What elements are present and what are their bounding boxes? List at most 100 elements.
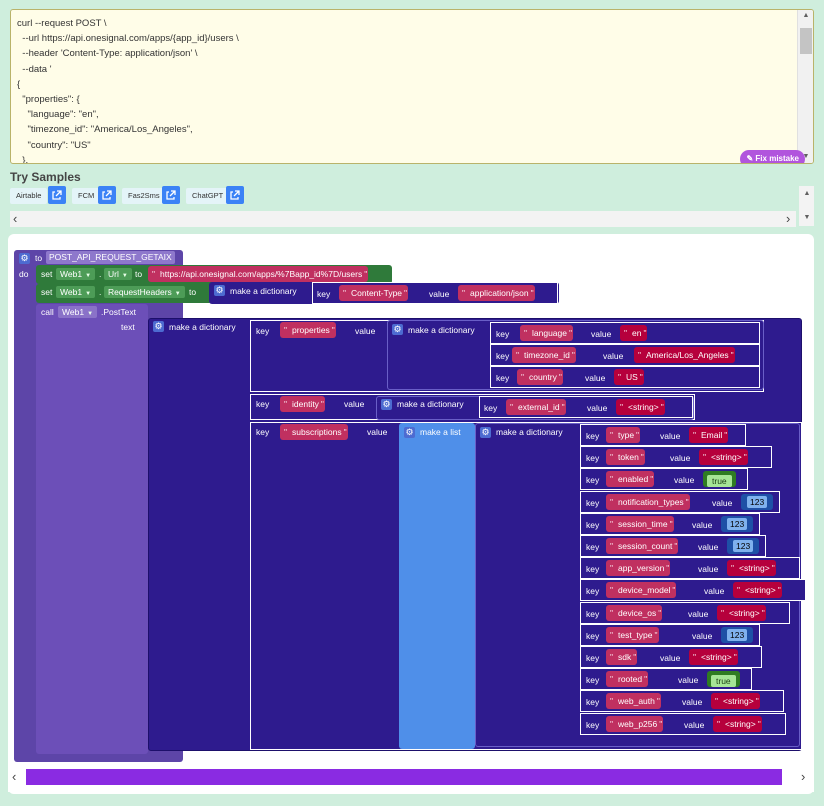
samples-vertical-scrollbar[interactable]: ▲ ▼ [799,186,814,226]
external-link-icon[interactable] [48,186,66,204]
number-value[interactable]: 123 [727,518,748,530]
subscription-key[interactable]: session_count [606,538,679,554]
chevron-left-icon[interactable]: ‹ [13,211,18,226]
chevron-up-icon[interactable]: ▲ [803,190,811,197]
number-block[interactable]: 123 [727,538,760,554]
subscription-key[interactable]: web_auth [606,693,661,709]
curl-line[interactable]: curl --request POST \ [17,18,107,29]
component-dropdown[interactable]: Web1▼ [56,268,96,280]
curl-text[interactable]: curl --request POST \ --url https://api.… [17,16,797,164]
fix-mistake-button[interactable]: ✎ Fix mistake [740,150,805,163]
prop-value-0[interactable]: en [620,325,648,341]
curl-scroll-thumb[interactable] [800,28,812,54]
gear-icon[interactable]: ⚙ [404,427,415,438]
curl-input[interactable]: curl --request POST \ --url https://api.… [10,9,814,164]
subscription-value[interactable]: <string> [717,605,766,621]
blocks-workspace[interactable]: ⚙ to POST_API_REQUEST_GETAIX do set Web1… [8,234,814,794]
boolean-block[interactable]: true [707,671,740,687]
external-link-icon[interactable] [162,186,180,204]
header-key-string[interactable]: Content-Type [339,285,409,301]
curl-line[interactable]: --data ' [17,63,52,75]
subscription-value[interactable]: Email [689,427,729,443]
make-list-block[interactable] [399,423,475,749]
chevron-down-icon[interactable]: ▼ [802,153,810,160]
gear-icon[interactable]: ⚙ [19,253,30,264]
prop-key-0[interactable]: language [520,325,573,341]
chevron-right-icon[interactable]: › [801,769,806,784]
subscription-key[interactable]: sdk [606,649,638,665]
number-value[interactable]: 123 [733,540,754,552]
subscription-key[interactable]: enabled [606,471,655,487]
curl-line[interactable]: { [17,78,21,90]
header-value-string[interactable]: application/json [458,285,535,301]
subscription-key[interactable]: device_os [606,605,663,621]
property-dropdown[interactable]: RequestHeaders▼ [104,286,185,298]
properties-key-string[interactable]: properties [280,322,336,338]
subscription-value[interactable]: <string> [689,649,738,665]
subscription-key[interactable]: test_type [606,627,659,643]
subscription-value[interactable]: <string> [711,693,760,709]
chevron-up-icon[interactable]: ▲ [802,12,810,19]
identity-key-string[interactable]: identity [280,396,325,412]
component-dropdown[interactable]: Web1▼ [56,286,96,298]
workspace-scroll-thumb[interactable] [26,769,782,785]
curl-line[interactable]: --url https://api.onesignal.com/apps/{ap… [17,33,239,45]
sample-fas2sms[interactable]: Fas2Sms [122,188,166,204]
subscription-key[interactable]: notification_types [606,494,690,510]
subscription-key[interactable]: rooted [606,671,649,687]
subscription-value[interactable]: <string> [733,582,782,598]
subscription-value[interactable]: <string> [727,560,776,576]
subscription-value[interactable]: <string> [699,449,748,465]
curl-line[interactable]: --header 'Content-Type: application/json… [17,48,198,60]
sample-airtable[interactable]: Airtable [10,188,48,204]
chevron-left-icon[interactable]: ‹ [12,769,17,784]
chevron-down-icon[interactable]: ▼ [803,214,811,221]
subscription-value[interactable]: <string> [713,716,762,732]
gear-icon[interactable]: ⚙ [214,285,225,296]
component-dropdown[interactable]: Web1▼ [58,306,98,318]
curl-line[interactable]: "properties": { [17,94,80,106]
subscription-key[interactable]: web_p256 [606,716,664,732]
external-link-icon[interactable] [98,186,116,204]
boolean-value[interactable]: true [707,475,732,487]
call-posttext-block[interactable] [36,304,148,754]
number-block[interactable]: 123 [721,627,754,643]
number-value[interactable]: 123 [727,629,748,641]
boolean-value[interactable]: true [711,675,736,687]
chevron-right-icon[interactable]: › [786,211,791,226]
sample-label: ChatGPT [192,191,224,200]
property-dropdown[interactable]: Url▼ [104,268,132,280]
prop-key-2[interactable]: country [517,369,563,385]
subscription-key[interactable]: device_model [606,582,677,598]
identity-item-key[interactable]: external_id [506,399,566,415]
sample-chatgpt[interactable]: ChatGPT [186,188,230,204]
number-block[interactable]: 123 [741,494,774,510]
gear-icon[interactable]: ⚙ [480,427,491,438]
workspace-horizontal-scrollbar[interactable]: ‹ › [8,766,814,792]
subscription-key[interactable]: session_time [606,516,674,532]
subscription-key[interactable]: token [606,449,645,465]
external-link-icon[interactable] [226,186,244,204]
prop-key-1[interactable]: timezone_id [512,347,576,363]
number-value[interactable]: 123 [747,496,768,508]
curl-line[interactable]: }, [17,154,29,164]
prop-value-2[interactable]: US [614,369,644,385]
gear-icon[interactable]: ⚙ [153,321,164,332]
curl-scrollbar[interactable]: ▲ ▼ [797,10,813,163]
curl-line[interactable]: "country": "US" [17,139,91,151]
subscription-key[interactable]: app_version [606,560,671,576]
subscription-key[interactable]: type [606,427,641,443]
gear-icon[interactable]: ⚙ [392,324,403,335]
url-string[interactable]: https://api.onesignal.com/apps/%7Bapp_id… [148,266,369,282]
curl-line[interactable]: "timezone_id": "America/Los_Angeles", [17,124,193,136]
number-block[interactable]: 123 [721,516,754,532]
sample-fcm[interactable]: FCM [72,188,101,204]
procedure-name-field[interactable]: POST_API_REQUEST_GETAIX [46,251,175,264]
prop-value-1[interactable]: America/Los_Angeles [634,347,735,363]
boolean-block[interactable]: true [703,471,736,487]
samples-horizontal-scrollbar[interactable]: ‹ › [10,211,796,227]
identity-item-value[interactable]: <string> [616,399,665,415]
gear-icon[interactable]: ⚙ [381,399,392,410]
curl-line[interactable]: "language": "en", [17,109,99,121]
subscriptions-key-string[interactable]: subscriptions [280,424,348,440]
